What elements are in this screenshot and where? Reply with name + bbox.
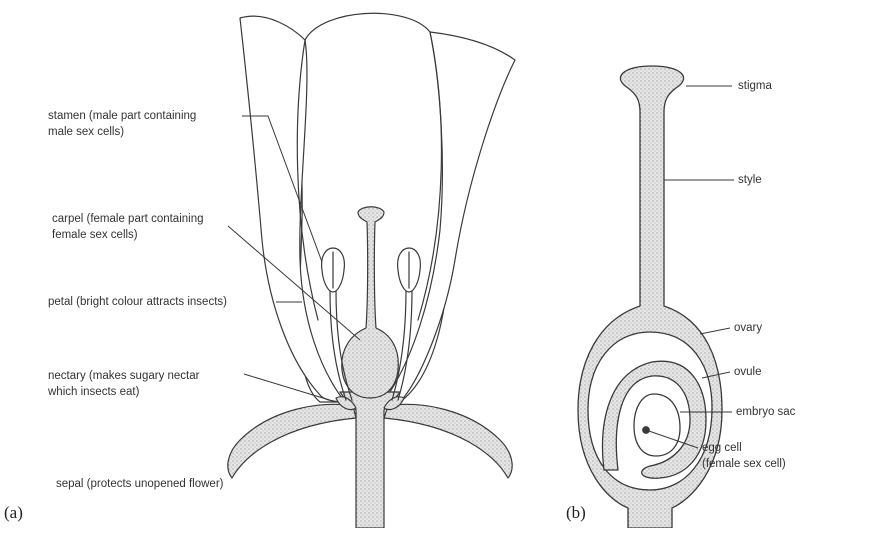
panel-tag-b: (b) — [566, 503, 586, 523]
label-egg-cell-line-2: (female sex cell) — [702, 456, 786, 472]
label-ovule: ovule — [734, 364, 762, 380]
sepal-right — [384, 404, 512, 478]
label-stamen-line-2: male sex cells) — [48, 124, 196, 140]
label-nectary: nectary (makes sugary nectar which insec… — [48, 368, 199, 400]
label-style-line-1: style — [738, 172, 762, 188]
panel-tag-a: (a) — [4, 503, 23, 523]
label-ovary-line-1: ovary — [734, 320, 762, 336]
label-ovule-line-1: ovule — [734, 364, 762, 380]
label-petal: petal (bright colour attracts insects) — [48, 294, 227, 310]
flower-drawing — [228, 13, 515, 528]
label-sepal: sepal (protects unopened flower) — [56, 476, 224, 492]
label-nectary-line-2: which insects eat) — [48, 384, 199, 400]
label-nectary-line-1: nectary (makes sugary nectar — [48, 368, 199, 384]
label-petal-line-1: petal (bright colour attracts insects) — [48, 294, 227, 310]
label-ovary: ovary — [734, 320, 762, 336]
label-carpel-line-1: carpel (female part containing — [52, 211, 204, 227]
label-embryo-sac-line-1: embryo sac — [736, 404, 795, 420]
label-carpel-line-2: female sex cells) — [52, 227, 204, 243]
label-egg-cell-line-1: egg cell — [702, 440, 786, 456]
embryo-sac-shape — [634, 394, 680, 456]
leader-ovary — [700, 328, 730, 334]
carpel-detail-drawing — [578, 66, 722, 528]
label-stigma: stigma — [738, 78, 772, 94]
label-stamen-line-1: stamen (male part containing — [48, 108, 196, 124]
label-stamen: stamen (male part containing male sex ce… — [48, 108, 196, 140]
label-stigma-line-1: stigma — [738, 78, 772, 94]
label-carpel: carpel (female part containing female se… — [52, 211, 204, 243]
label-style: style — [738, 172, 762, 188]
sepal-left — [228, 404, 356, 478]
label-embryo-sac: embryo sac — [736, 404, 795, 420]
label-egg-cell: egg cell (female sex cell) — [702, 440, 786, 472]
label-sepal-line-1: sepal (protects unopened flower) — [56, 476, 224, 492]
